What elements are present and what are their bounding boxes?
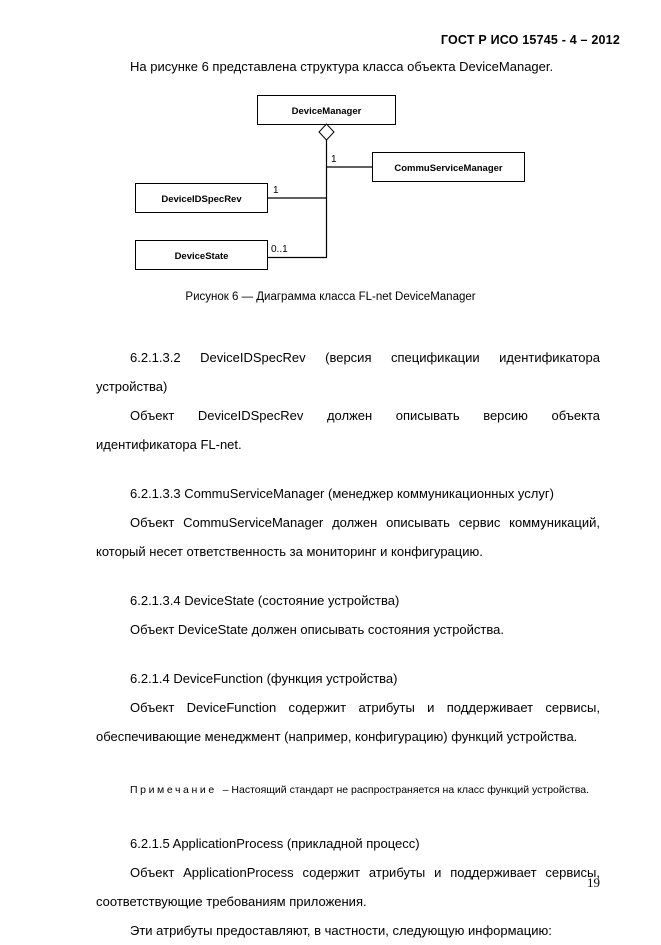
- intro-paragraph: На рисунке 6 представлена структура клас…: [130, 59, 554, 74]
- figure-caption: Рисунок 6 — Диаграмма класса FL-net Devi…: [185, 291, 476, 303]
- uml-multiplicity-device-state: 0..1: [271, 244, 288, 255]
- document-body-column: На рисунке 6 представлена структура клас…: [96, 52, 600, 945]
- note-label: Примечание: [130, 784, 217, 796]
- clause-6-2-1-3-4-heading: 6.2.1.3.4 DeviceState (состояние устройс…: [130, 593, 400, 608]
- page-number: 19: [587, 875, 600, 890]
- clause-6-2-1-5-body: Объект ApplicationProcess содержит атриб…: [96, 865, 600, 909]
- note-dash: –: [222, 784, 229, 796]
- uml-box-device-manager-label: DeviceManager: [292, 106, 362, 117]
- uml-box-device-state-rect: [135, 240, 268, 270]
- uml-multiplicity-commu-service-manager: 1: [331, 154, 337, 165]
- clause-6-2-1-3-2-heading: 6.2.1.3.2 DeviceIDSpecRev (версия специф…: [96, 350, 600, 394]
- uml-box-device-id-spec-rev-label: DeviceIDSpecRev: [161, 194, 242, 205]
- uml-multiplicity-device-id-spec-rev: 1: [273, 185, 279, 196]
- clause-6-2-1-3-2-body: Объект DeviceIDSpecRev должен описывать …: [96, 408, 600, 452]
- note-text: Настоящий стандарт не распространяется н…: [231, 784, 590, 796]
- uml-box-device-id-spec-rev-rect: [135, 183, 268, 213]
- clause-6-2-1-4-body: Объект DeviceFunction содержит атрибуты …: [96, 700, 600, 744]
- uml-box-device-state-label: DeviceState: [175, 251, 229, 262]
- clause-6-2-1-4-heading: 6.2.1.4 DeviceFunction (функция устройст…: [130, 671, 398, 686]
- uml-box-commu-service-manager-label: CommuServiceManager: [394, 163, 503, 174]
- uml-box-device-manager-rect: [257, 95, 396, 125]
- clause-6-2-1-5-heading: 6.2.1.5 ApplicationProcess (прикладной п…: [130, 836, 420, 851]
- note-paragraph: Примечание – Настоящий стандарт не распр…: [96, 777, 600, 803]
- uml-diagram-svg: DeviceManager CommuServiceManager 1 Devi…: [135, 95, 525, 270]
- clause-6-2-1-3-4-body: Объект DeviceState должен описывать сост…: [130, 622, 504, 637]
- document-header-standard-ref: ГОСТ Р ИСО 15745 - 4 – 2012: [440, 33, 620, 47]
- aggregation-diamond-icon: [318, 123, 335, 141]
- uml-class-diagram: DeviceManager CommuServiceManager 1 Devi…: [0, 88, 661, 318]
- clause-6-2-1-5-body-2: Эти атрибуты предоставляют, в частности,…: [130, 923, 552, 938]
- clause-6-2-1-3-3-body: Объект CommuServiceManager должен описыв…: [96, 515, 600, 559]
- uml-box-commu-service-manager-rect: [372, 152, 525, 182]
- clause-6-2-1-3-3-heading: 6.2.1.3.3 CommuServiceManager (менеджер …: [130, 486, 554, 501]
